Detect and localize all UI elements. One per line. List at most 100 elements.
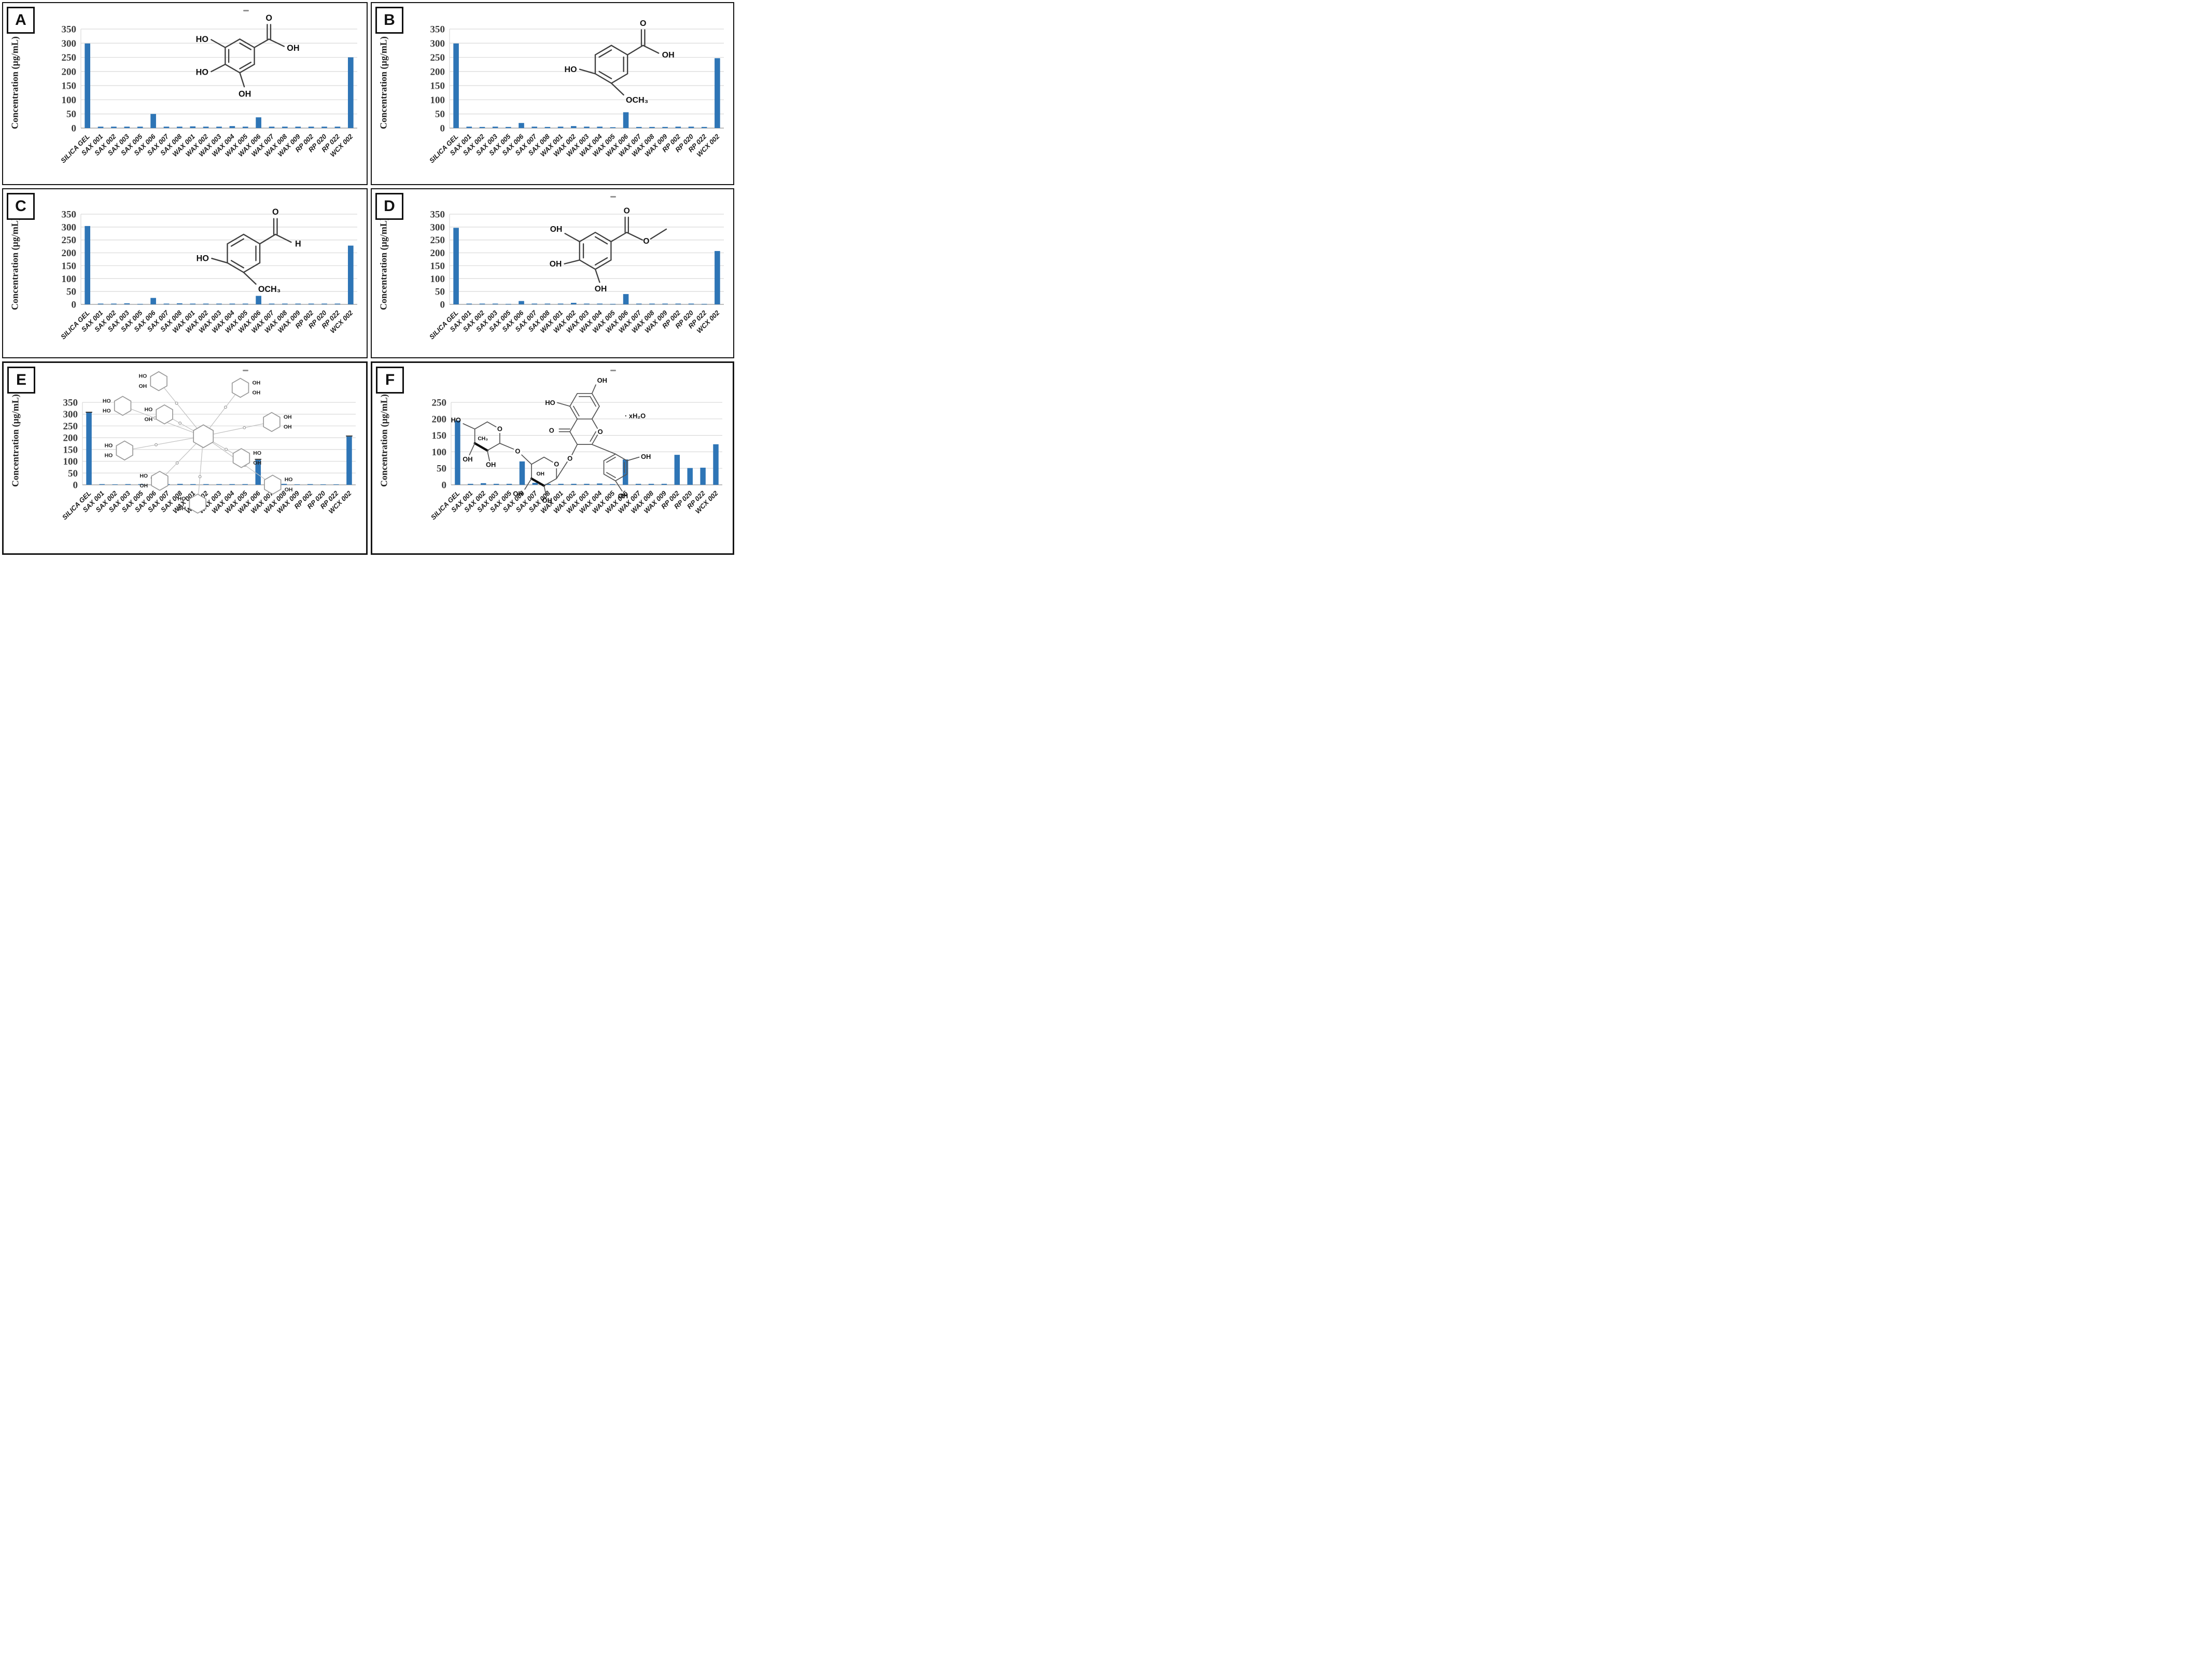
- atom-label: HO: [253, 450, 261, 456]
- panel-letter-f: F: [376, 367, 404, 394]
- bar: [701, 127, 707, 128]
- atom-label: OH: [536, 471, 544, 477]
- bar: [242, 484, 248, 485]
- panel-letter-d: D: [375, 193, 403, 220]
- bar: [203, 127, 209, 128]
- galloyl-ring: [156, 404, 173, 425]
- bar: [269, 127, 275, 128]
- structure-rutin-hydrate-icon: OH HO O O O O OH OH OH O O HO CH₃ OH OH …: [451, 376, 651, 505]
- bar: [571, 303, 577, 304]
- atom-label: HO: [103, 398, 111, 404]
- bar: [687, 468, 693, 485]
- y-tick-label: 0: [73, 480, 78, 491]
- bar: [468, 484, 473, 485]
- y-tick-label: 50: [435, 109, 445, 120]
- y-tick-label: 100: [430, 95, 445, 106]
- bar: [493, 484, 499, 485]
- bar: [320, 484, 326, 485]
- atom-label: OH: [287, 44, 300, 53]
- atom-label: HO: [139, 473, 148, 479]
- bar: [137, 127, 143, 128]
- atom-label: OH: [486, 461, 496, 469]
- y-tick-label: 200: [430, 66, 445, 77]
- bar: [97, 127, 104, 128]
- y-tick-label: 150: [430, 261, 445, 272]
- ring-oxygen: [596, 428, 605, 436]
- atom-label: H: [295, 240, 301, 249]
- bar: [688, 127, 694, 128]
- bar: [124, 303, 130, 304]
- atom-label: OH: [252, 389, 260, 396]
- atom-label: OH: [662, 50, 674, 60]
- bar: [216, 127, 222, 128]
- ester-oxygen: [175, 401, 178, 405]
- atom-label: O: [643, 237, 649, 246]
- ester-oxygen: [178, 421, 181, 425]
- bar: [256, 117, 261, 128]
- y-tick-label: 100: [430, 274, 445, 285]
- atom-label: CH₃: [478, 436, 488, 442]
- bar: [597, 483, 603, 485]
- galloyl-ring: [114, 396, 132, 416]
- y-tick-label: 350: [62, 209, 77, 220]
- bar: [85, 43, 91, 129]
- y-tick-label: 0: [440, 300, 445, 311]
- ester-oxygen: [243, 426, 246, 429]
- bar: [177, 484, 183, 485]
- bar: [99, 484, 105, 485]
- y-tick-label: 150: [63, 444, 78, 455]
- bar: [466, 127, 472, 128]
- galloyl-ring: [150, 371, 167, 391]
- bar: [282, 127, 288, 128]
- y-tick-label: 200: [62, 66, 77, 77]
- y-tick-label: 150: [62, 261, 77, 272]
- bar: [519, 301, 524, 304]
- galloyl-ring: [151, 470, 169, 491]
- atom-label: HO: [104, 452, 113, 458]
- bar: [111, 127, 117, 128]
- y-tick-label: 50: [66, 109, 76, 120]
- galloyl-ring: [231, 377, 249, 398]
- y-tick-label: 100: [432, 447, 447, 458]
- y-tick-label: 250: [430, 52, 445, 63]
- y-tick-label: 350: [430, 24, 445, 35]
- bar: [648, 484, 654, 485]
- bar: [584, 484, 590, 485]
- atom-label: HO: [545, 399, 555, 407]
- galloyl-ring: [263, 474, 282, 495]
- bar: [203, 484, 209, 485]
- bar: [346, 436, 352, 485]
- bar: [661, 484, 667, 485]
- scan-artifact: [610, 370, 616, 371]
- bar: [636, 127, 642, 128]
- bar: [455, 420, 460, 485]
- y-tick-label: 0: [72, 300, 77, 311]
- y-tick-label: 250: [62, 235, 77, 246]
- atom-label: HO: [138, 373, 147, 379]
- atom-label: O: [272, 208, 279, 217]
- galloyl-ring: [232, 447, 250, 468]
- bar: [715, 58, 720, 128]
- atom-label: OH: [177, 506, 186, 512]
- bar: [334, 127, 341, 128]
- atom-label: OH: [594, 285, 607, 293]
- atom-label: OH: [597, 376, 607, 384]
- structure-gallic-acid-icon: O OH HO HO OH: [196, 13, 300, 99]
- atom-label: O: [554, 460, 559, 468]
- panel-letter-e: E: [7, 367, 35, 394]
- y-tick-label: 200: [63, 433, 78, 444]
- bar: [544, 127, 551, 128]
- y-tick-label: 350: [430, 209, 445, 220]
- bar: [715, 251, 720, 304]
- bar: [519, 123, 524, 128]
- bar: [597, 127, 603, 128]
- bar: [150, 114, 156, 128]
- y-axis-label: Concentration (µg/mL): [378, 217, 389, 310]
- atom-label: OH: [139, 483, 148, 489]
